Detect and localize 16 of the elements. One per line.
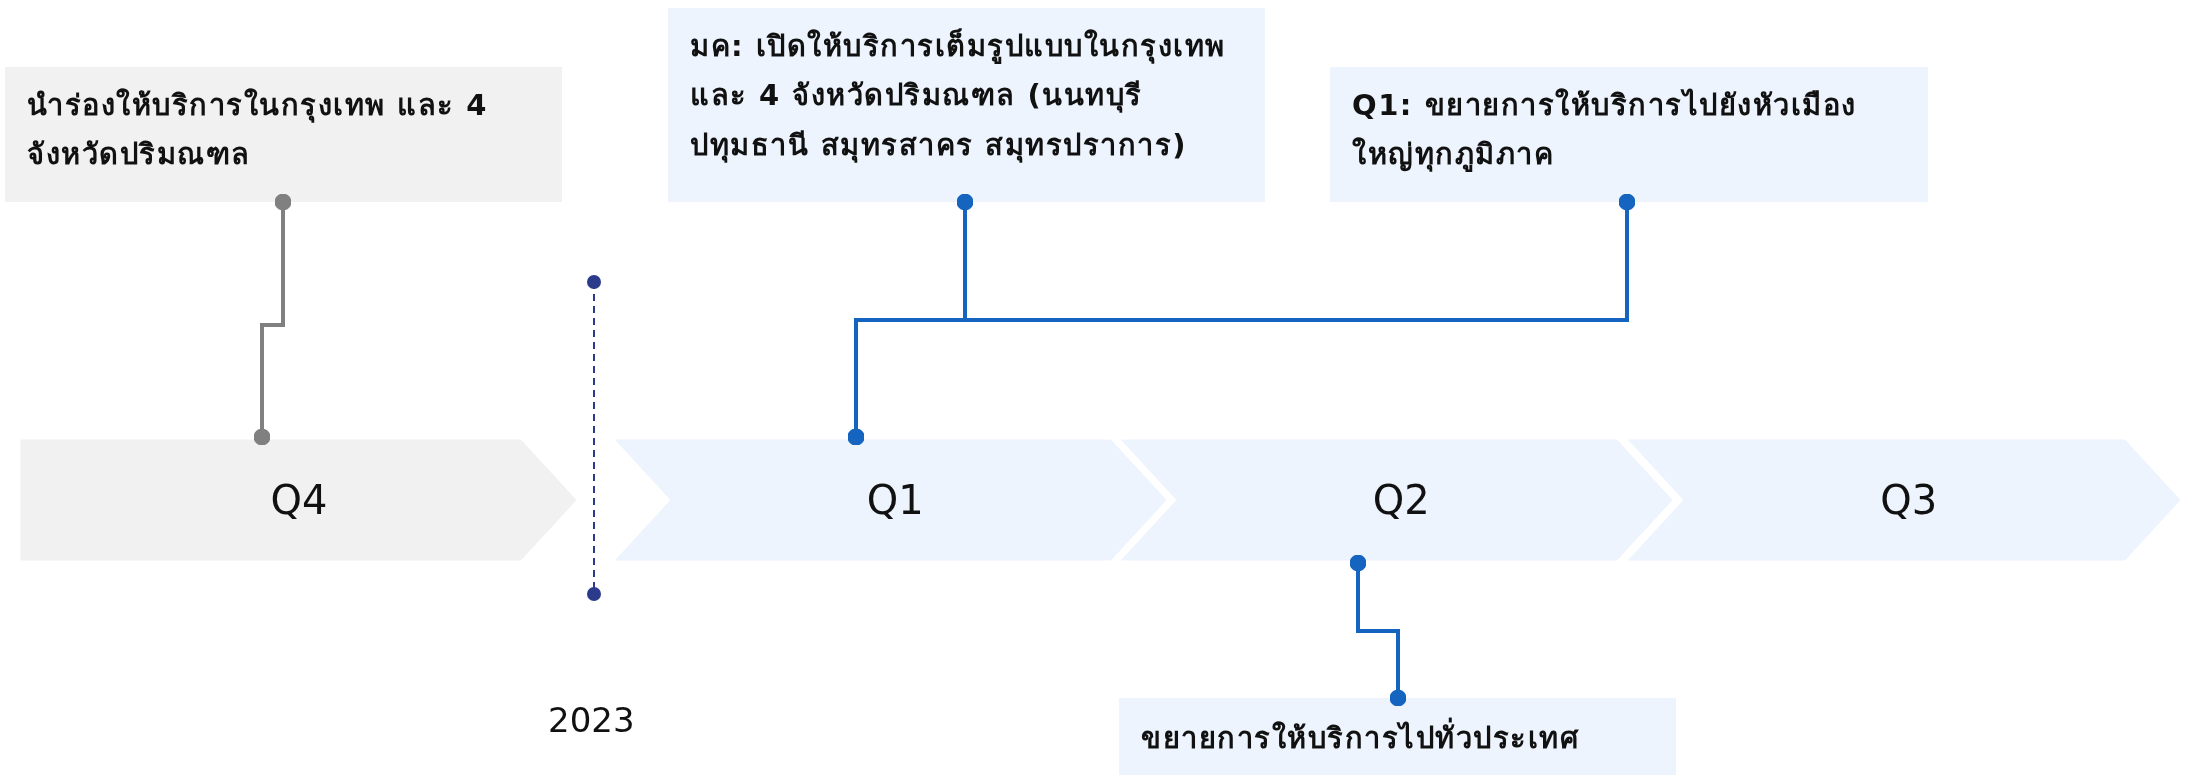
note-text: Q1: ขยายการให้บริการไปยังหัวเมืองใหญ่ทุกภูมิภาค xyxy=(1352,87,1858,174)
year-label: 2023 xyxy=(548,700,635,740)
quarter-label: Q1 xyxy=(866,477,924,523)
leader-line xyxy=(1349,554,1407,707)
note-box xyxy=(1119,698,1676,775)
note-box xyxy=(1330,67,1928,202)
note-text: ขยายการให้บริการไปทั่วประเทศ xyxy=(1141,714,1654,764)
quarter-label: Q4 xyxy=(270,477,328,523)
quarter-label: Q2 xyxy=(1372,477,1430,523)
quarter-label: Q3 xyxy=(1880,477,1938,523)
leader-line xyxy=(847,193,1636,446)
note-box xyxy=(5,67,562,202)
leader-line xyxy=(253,193,292,446)
note-box xyxy=(668,8,1265,202)
note-text: นำร่องให้บริการในกรุงเทพ และ 4 จังหวัดปริมณฑล xyxy=(27,87,489,174)
note-text: มค: เปิดให้บริการเต็มรูปแบบในกรุงเทพ และ 4 จังหวัดปริมณฑล (นนทบุรี ปทุมธานี สมุทรสาคร สมุทรปราการ) xyxy=(690,27,1227,165)
